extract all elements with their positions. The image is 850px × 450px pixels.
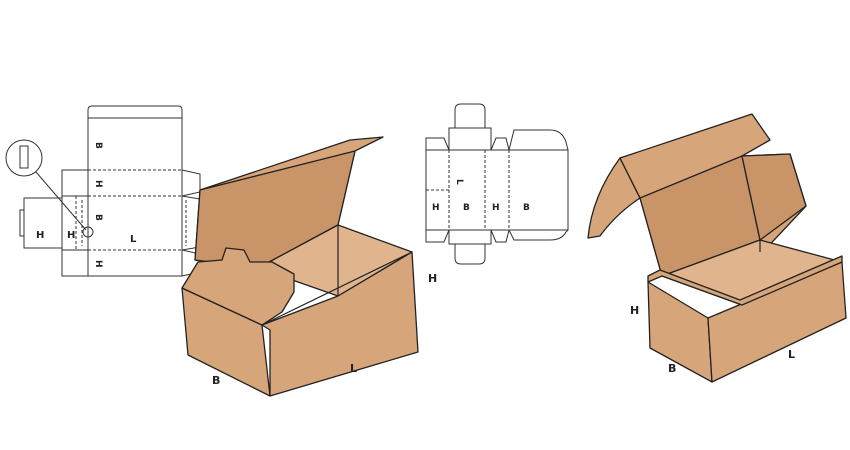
- right-box-labels: H B L: [630, 304, 795, 375]
- left-box-net: [5, 105, 207, 277]
- mid-label-b1: B: [463, 203, 470, 213]
- net-label-h-upper: H: [93, 180, 103, 188]
- net-label-h-left: H: [36, 230, 44, 241]
- mid-label-l: L: [454, 179, 464, 185]
- right-box-label-h: H: [630, 304, 639, 317]
- mid-label-b2: B: [523, 203, 530, 213]
- box-label-l: L: [350, 362, 357, 375]
- right-box-3d: [587, 113, 847, 383]
- left-net-labels: H H B H B L H: [36, 142, 137, 268]
- net-label-h-lower: H: [93, 260, 103, 268]
- right-box-label-l: L: [788, 348, 795, 361]
- left-box-labels: H B L: [212, 272, 437, 387]
- left-box-3d: [181, 136, 419, 397]
- mid-label-h2: H: [492, 203, 500, 213]
- right-box-label-b: B: [668, 362, 676, 375]
- middle-net-labels: L H B H B: [432, 179, 530, 213]
- net-label-l-center: L: [130, 234, 137, 245]
- net-label-b-center: B: [93, 214, 103, 221]
- net-label-b-top: B: [93, 142, 103, 149]
- net-label-h-mid: H: [67, 230, 75, 241]
- box-label-h: H: [428, 272, 437, 285]
- box-label-b: B: [212, 374, 220, 387]
- middle-box-net: [425, 103, 569, 265]
- mid-label-h1: H: [432, 203, 440, 213]
